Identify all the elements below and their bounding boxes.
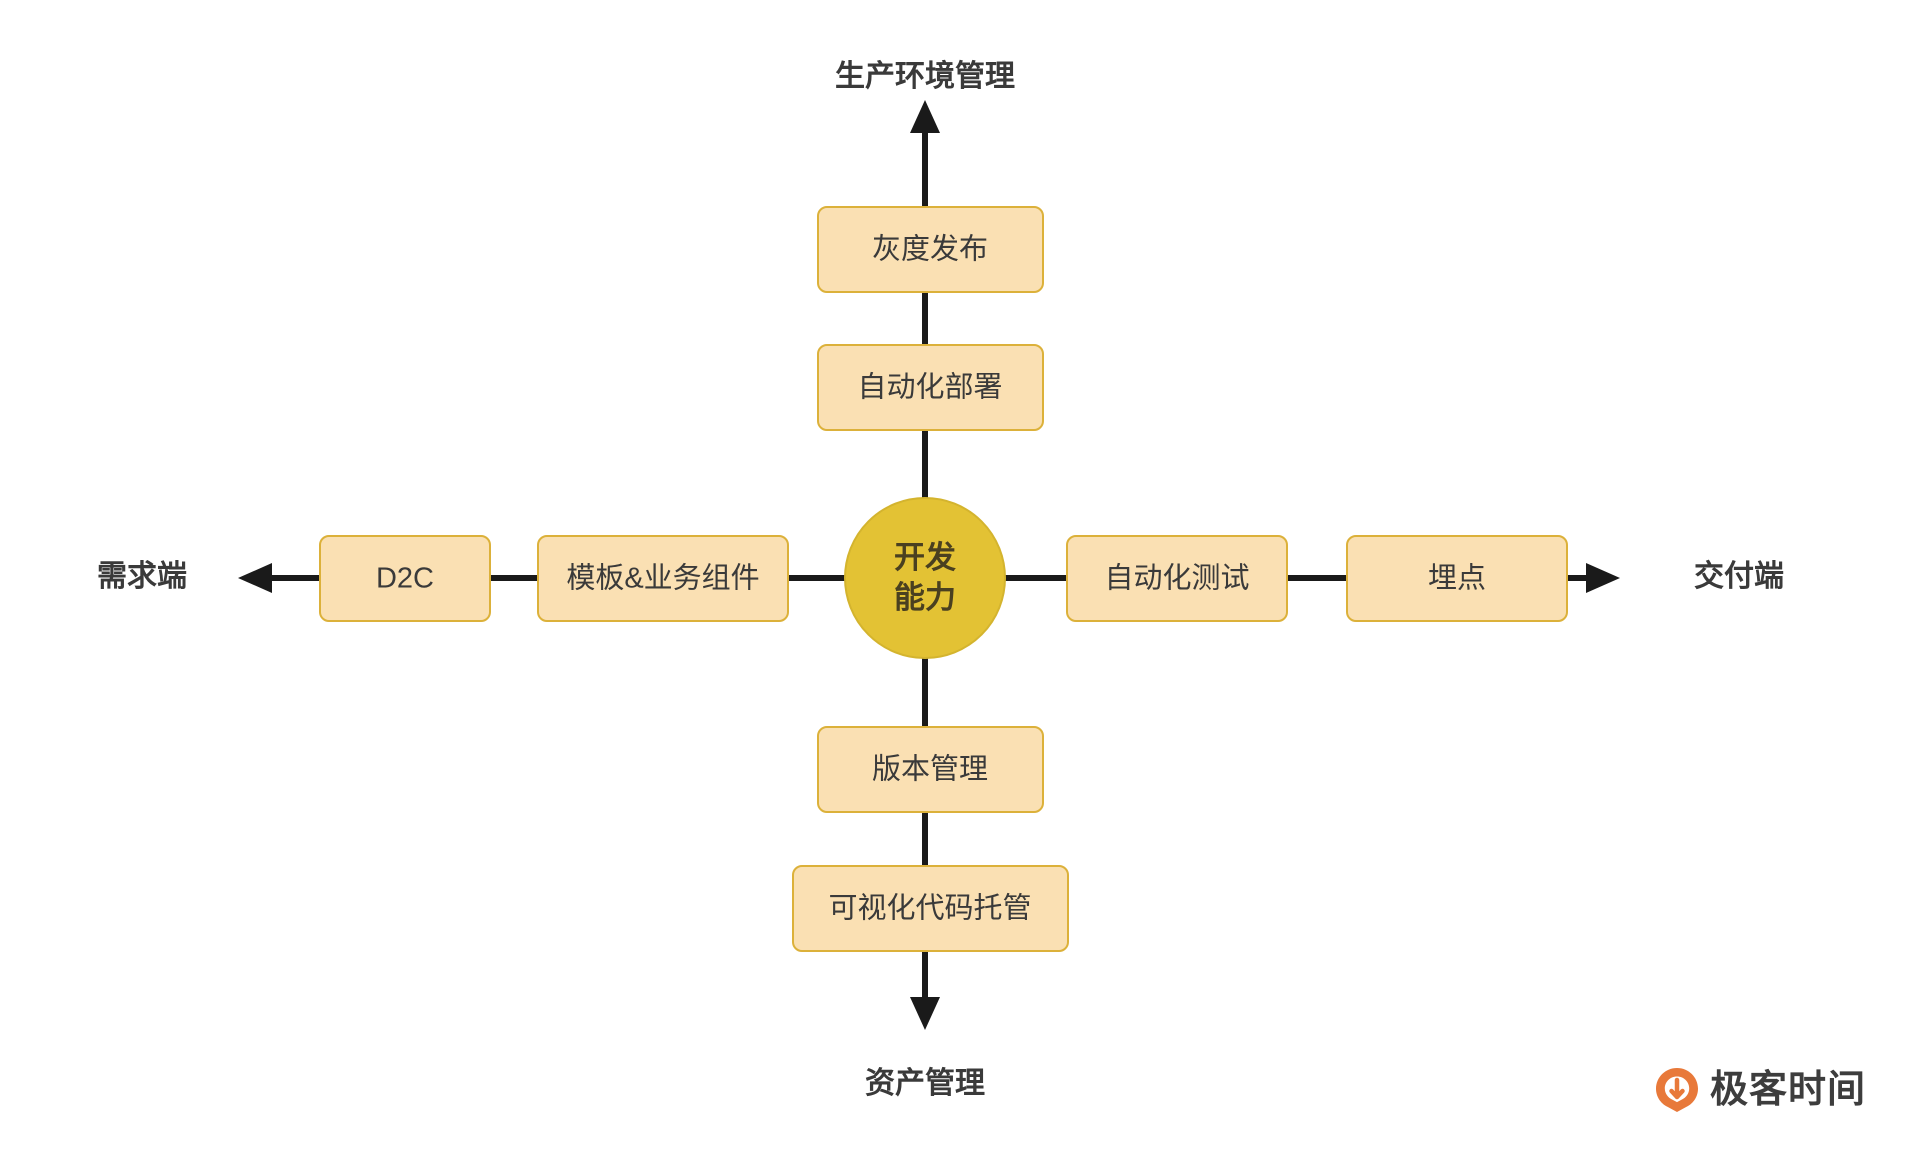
node-down-2[interactable]: 可视化代码托管 [792,865,1069,952]
node-down-2-label: 可视化代码托管 [828,892,1031,925]
node-right-1[interactable]: 自动化测试 [1066,535,1288,622]
node-up-2[interactable]: 自动化部署 [817,344,1044,431]
node-right-2[interactable]: 埋点 [1346,535,1568,622]
brand-watermark: 极客时间 [1654,1066,1866,1114]
node-up-1-label: 灰度发布 [872,233,988,266]
axis-label-up: 生产环境管理 [835,59,1015,93]
left-arrow-head-icon [238,563,272,593]
node-right-2-box[interactable] [1346,535,1568,622]
node-up-2-box[interactable] [817,344,1044,431]
down-arrow-head-icon [910,997,940,1030]
axis-label-left: 需求端 [97,560,187,593]
node-down-1[interactable]: 版本管理 [817,726,1044,813]
center-node-label-line1: 开发 [894,540,956,575]
axis-label-down: 资产管理 [865,1067,985,1100]
node-right-1-label: 自动化测试 [1104,562,1249,595]
up-arrow-head-icon [910,100,940,133]
node-left-2-box[interactable] [319,535,491,622]
geektime-logo-icon [1655,1068,1698,1112]
node-down-1-box[interactable] [817,726,1044,813]
brand-name-text: 极客时间 [1709,1069,1866,1111]
node-up-1-box[interactable] [817,206,1044,293]
node-left-2-label: D2C [376,563,434,595]
node-down-2-box[interactable] [792,865,1069,952]
right-arrow-head-icon [1586,563,1620,593]
node-left-1-box[interactable] [537,535,789,622]
node-right-2-label: 埋点 [1428,562,1486,595]
center-node-circle[interactable] [844,497,1006,659]
center-node[interactable]: 开发 能力 [844,497,1006,659]
node-left-1[interactable]: 模板&业务组件 [537,535,789,622]
node-up-1[interactable]: 灰度发布 [817,206,1044,293]
node-left-2[interactable]: D2C [319,535,491,622]
node-right-1-box[interactable] [1066,535,1288,622]
center-node-label-line2: 能力 [894,580,956,615]
node-left-1-label: 模板&业务组件 [566,562,759,595]
node-down-1-label: 版本管理 [872,753,988,786]
axis-label-right: 交付端 [1694,559,1784,593]
node-up-2-label: 自动化部署 [857,371,1002,404]
